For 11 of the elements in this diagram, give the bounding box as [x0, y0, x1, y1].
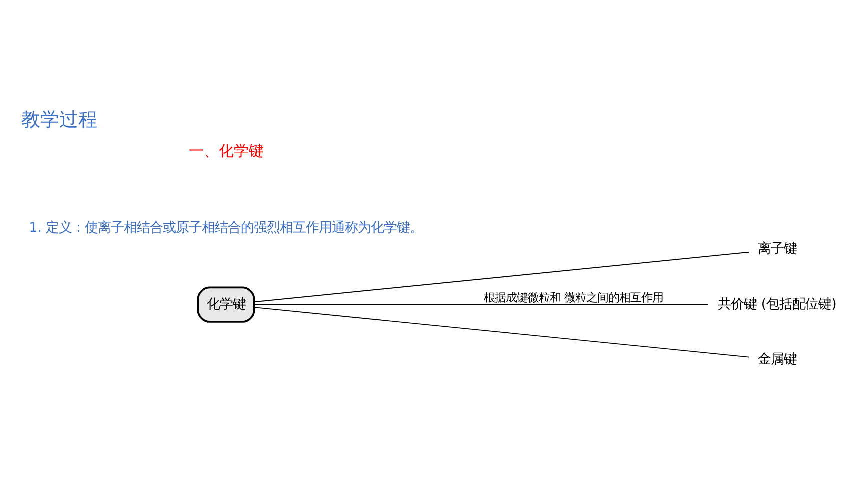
connector	[254, 307, 750, 358]
node-text: 共价键 (包括配位键)	[718, 297, 837, 312]
connector	[254, 304, 708, 306]
label: 一、化学键	[188, 142, 264, 160]
node-box: 化学键	[197, 286, 256, 323]
node-text: 金属键	[758, 352, 797, 368]
connector	[254, 252, 750, 303]
edge-label: 根据成键微粒和 微粒之间的相互作用	[484, 290, 664, 305]
label: 1. 定义：使离子相结合或原子相结合的强烈相互作用通称为化学键。	[29, 221, 424, 236]
node-text: 离子键	[758, 242, 797, 258]
diagram-title: 教学过程	[22, 108, 98, 131]
